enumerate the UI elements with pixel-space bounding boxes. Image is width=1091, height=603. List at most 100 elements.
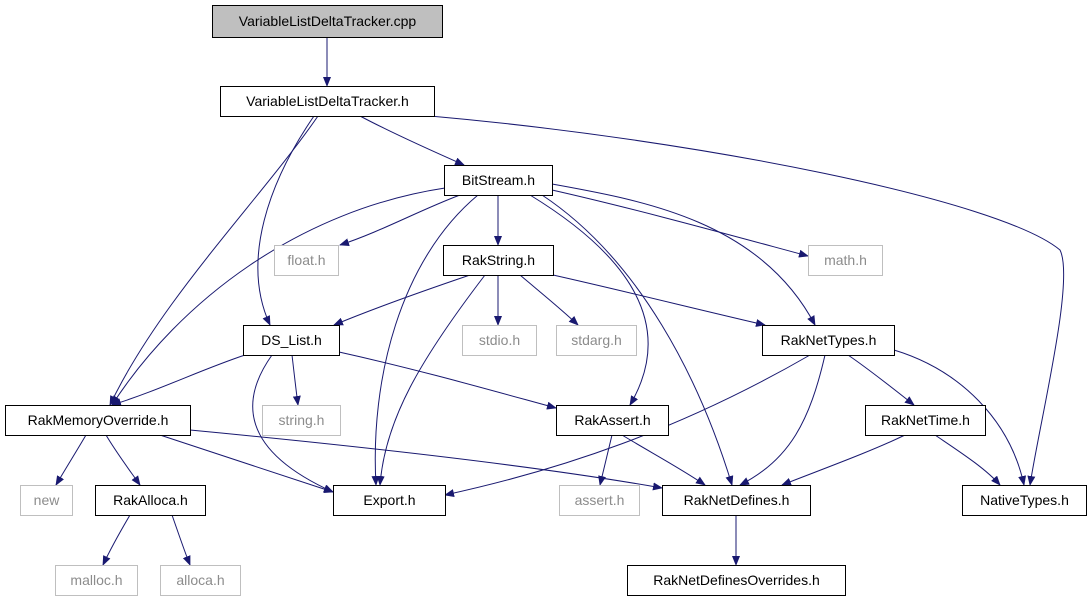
node-box-vldt_h [220, 86, 435, 117]
node-label-rakassert: RakAssert.h [574, 412, 650, 428]
node-rakmem[interactable]: RakMemoryOverride.h [5, 405, 191, 436]
node-label-rakmem: RakMemoryOverride.h [28, 412, 169, 428]
node-bitstream[interactable]: BitStream.h [444, 165, 553, 196]
node-label-stdio_h: stdio.h [479, 332, 520, 348]
edge-rakstring-to-stdarg_h [519, 274, 579, 326]
node-box-stdio_h [462, 325, 537, 356]
edge-raknettypes-to-nativetypes [893, 349, 1027, 486]
node-label-export_h: Export.h [363, 492, 415, 508]
edge-bitstream-to-rakmem [111, 187, 446, 406]
node-alloca_h: alloca.h [160, 565, 241, 596]
node-box-dslist [243, 325, 340, 356]
node-malloc_h: malloc.h [55, 565, 138, 596]
node-box-assert_h [559, 485, 640, 516]
edge-raknettypes-to-raknettime [847, 354, 915, 406]
node-raknetdefines[interactable]: RakNetDefines.h [662, 485, 811, 516]
edge-raknettime-to-nativetypes [934, 434, 1001, 486]
node-label-root: VariableListDeltaTracker.cpp [239, 13, 417, 29]
edge-bitstream-to-float_h [339, 194, 461, 247]
edge-raknettypes-to-export_h [444, 354, 811, 497]
edge-rakmem-to-export_h [159, 434, 334, 494]
node-box-raknetdefines [662, 485, 811, 516]
node-label-bitstream: BitStream.h [462, 172, 535, 188]
edge-rakstring-to-export_h [376, 274, 486, 486]
node-box-raknetdefinesoverrides [627, 565, 846, 596]
node-float_h: float.h [274, 245, 339, 276]
node-label-raknetdefines: RakNetDefines.h [684, 492, 790, 508]
node-label-assert_h: assert.h [575, 492, 625, 508]
node-rakalloca[interactable]: RakAlloca.h [95, 485, 206, 516]
node-box-root [212, 5, 443, 38]
nodes-layer: VariableListDeltaTracker.cppVariableList… [5, 5, 1087, 596]
node-raknettime[interactable]: RakNetTime.h [865, 405, 986, 436]
edge-bitstream-to-raknetdefines [541, 194, 734, 486]
node-stdio_h: stdio.h [462, 325, 537, 356]
edge-rakmem-to-new_h [55, 434, 87, 486]
edge-vldt_h-to-bitstream [359, 115, 465, 166]
node-label-string_h: string.h [279, 412, 325, 428]
node-label-rakalloca: RakAlloca.h [113, 492, 188, 508]
node-stdarg_h: stdarg.h [556, 325, 637, 356]
edge-rakassert-to-raknetdefines [621, 434, 706, 486]
node-label-rakstring: RakString.h [462, 252, 535, 268]
edge-rakstring-to-raknettypes [552, 274, 766, 327]
node-dslist[interactable]: DS_List.h [243, 325, 340, 356]
edge-rakmem-to-rakalloca [105, 434, 141, 486]
edges-layer [55, 37, 1065, 566]
node-raknettypes[interactable]: RakNetTypes.h [762, 325, 895, 356]
node-box-stdarg_h [556, 325, 637, 356]
node-box-raknettypes [762, 325, 895, 356]
node-root[interactable]: VariableListDeltaTracker.cpp [212, 5, 443, 38]
node-new_h: new [20, 485, 73, 516]
node-box-raknettime [865, 405, 986, 436]
edge-dslist-to-string_h [291, 354, 301, 406]
node-label-stdarg_h: stdarg.h [571, 332, 622, 348]
node-string_h: string.h [262, 405, 341, 436]
node-rakstring[interactable]: RakString.h [443, 245, 554, 276]
node-label-float_h: float.h [287, 252, 325, 268]
node-label-dslist: DS_List.h [261, 332, 322, 348]
node-box-nativetypes [962, 485, 1087, 516]
node-label-alloca_h: alloca.h [176, 572, 224, 588]
edge-bitstream-to-export_h [371, 194, 479, 486]
node-box-new_h [20, 485, 73, 516]
node-nativetypes[interactable]: NativeTypes.h [962, 485, 1087, 516]
node-label-nativetypes: NativeTypes.h [980, 492, 1069, 508]
node-rakassert[interactable]: RakAssert.h [556, 405, 669, 436]
edge-rakassert-to-assert_h [598, 434, 613, 486]
edge-rakmem-to-raknetdefines [189, 429, 663, 491]
edge-vldt_h-to-nativetypes [429, 115, 1065, 486]
edge-dslist-to-rakassert [338, 351, 557, 410]
edge-rakalloca-to-malloc_h [102, 514, 131, 566]
node-label-raknetdefinesoverrides: RakNetDefinesOverrides.h [653, 572, 820, 588]
node-box-float_h [274, 245, 339, 276]
node-label-new_h: new [34, 492, 61, 508]
node-box-rakalloca [95, 485, 206, 516]
node-raknetdefinesoverrides[interactable]: RakNetDefinesOverrides.h [627, 565, 846, 596]
node-box-malloc_h [55, 565, 138, 596]
node-label-math_h: math.h [824, 252, 867, 268]
node-box-bitstream [444, 165, 553, 196]
node-label-vldt_h: VariableListDeltaTracker.h [246, 93, 409, 109]
node-vldt_h[interactable]: VariableListDeltaTracker.h [220, 86, 435, 117]
node-label-raknettypes: RakNetTypes.h [781, 332, 877, 348]
node-math_h: math.h [808, 245, 883, 276]
node-box-rakstring [443, 245, 554, 276]
node-label-malloc_h: malloc.h [70, 572, 122, 588]
edge-dslist-to-export_h [252, 354, 334, 493]
node-assert_h: assert.h [559, 485, 640, 516]
edge-bitstream-to-rakassert [529, 194, 649, 406]
node-export_h[interactable]: Export.h [333, 485, 446, 516]
edge-bitstream-to-math_h [551, 189, 809, 258]
node-box-alloca_h [160, 565, 241, 596]
edge-vldt_h-to-dslist [257, 115, 315, 326]
node-box-math_h [808, 245, 883, 276]
node-label-raknettime: RakNetTime.h [881, 412, 970, 428]
edge-dslist-to-rakmem [111, 354, 246, 407]
edge-raknettypes-to-raknetdefines [739, 354, 826, 486]
node-box-export_h [333, 485, 446, 516]
edge-bitstream-to-raknettypes [551, 183, 816, 326]
edge-rakalloca-to-alloca_h [171, 514, 191, 566]
edge-rakstring-to-dslist [333, 274, 471, 326]
